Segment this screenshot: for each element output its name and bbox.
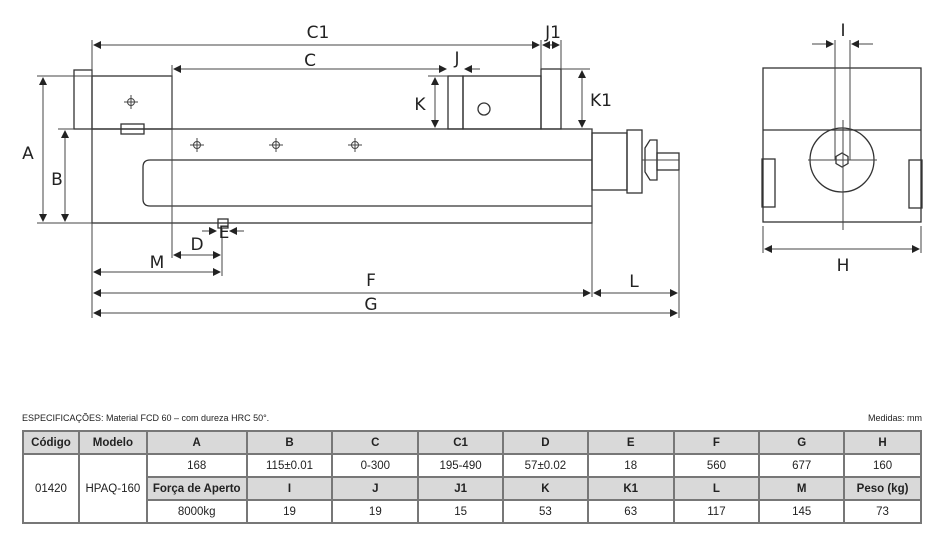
codigo-cell: 01420 <box>22 453 80 524</box>
table-cell: 18 <box>586 453 675 478</box>
dim-label-c1: C1 <box>307 23 330 43</box>
table-subheader-row: Força de Aperto I J J1 K K1 L M Peso (kg… <box>23 476 922 501</box>
table-cell: 57±0.02 <box>501 453 589 478</box>
table-cell: 160 <box>843 453 922 478</box>
table-cell: 19 <box>245 499 334 524</box>
table-cell: 117 <box>672 499 761 524</box>
dimension-lines <box>37 40 680 318</box>
dim-label-a: A <box>22 144 34 164</box>
header-cell: I <box>245 476 334 501</box>
table-cell: 560 <box>672 453 761 478</box>
table-cell: 0-300 <box>331 453 420 478</box>
header-cell: F <box>672 430 761 455</box>
dim-label-i: I <box>840 21 845 41</box>
table-row: 8000kg 19 19 15 53 63 117 145 73 <box>23 499 922 524</box>
dim-label-l: L <box>629 272 639 292</box>
header-cell: K <box>501 476 589 501</box>
table-cell: 53 <box>501 499 589 524</box>
dim-label-h: H <box>837 256 850 276</box>
header-cell: M <box>758 476 846 501</box>
moving-jaw <box>447 68 562 130</box>
table-cell: 195-490 <box>417 453 504 478</box>
dim-label-c: C <box>304 51 316 71</box>
units-note: Medidas: mm <box>867 413 922 423</box>
vise-end-view <box>761 40 923 253</box>
dim-label-j: J <box>453 49 459 69</box>
header-cell: D <box>501 430 589 455</box>
dim-label-d: D <box>190 235 203 255</box>
header-cell: G <box>758 430 846 455</box>
header-cell: H <box>843 430 922 455</box>
header-cell: L <box>672 476 761 501</box>
header-cell: J <box>331 476 420 501</box>
header-cell: Peso (kg) <box>843 476 922 501</box>
dim-label-f: F <box>366 271 376 291</box>
header-cell: E <box>586 430 675 455</box>
dim-label-k: K <box>414 95 426 115</box>
header-cell: K1 <box>586 476 675 501</box>
dim-label-g: G <box>364 295 377 315</box>
crosshair-holes <box>124 95 362 152</box>
table-cell: 15 <box>417 499 504 524</box>
header-cell: Força de Aperto <box>145 476 248 501</box>
header-cell: C1 <box>417 430 504 455</box>
specification-note: ESPECIFICAÇÕES: Material FCD 60 – com du… <box>22 413 270 423</box>
dim-label-e: E <box>219 223 230 243</box>
dim-label-k1: K1 <box>590 91 612 111</box>
table-cell: 73 <box>843 499 922 524</box>
header-cell: A <box>145 430 248 455</box>
header-cell: Modelo <box>77 430 148 455</box>
table-row: 01420 HPAQ-160 168 115±0.01 0-300 195-49… <box>22 453 922 524</box>
dim-label-b: B <box>51 170 63 190</box>
header-cell: J1 <box>417 476 504 501</box>
table-cell: 8000kg <box>145 499 248 524</box>
header-cell: C <box>331 430 420 455</box>
header-cell: Código <box>22 430 80 455</box>
modelo-cell: HPAQ-160 <box>77 453 148 524</box>
dim-label-j1: J1 <box>544 23 561 43</box>
header-cell: B <box>245 430 334 455</box>
table-cell: 145 <box>758 499 846 524</box>
table-cell: 19 <box>331 499 420 524</box>
specifications-table: Código Modelo A B C C1 D E F G H 01420 H… <box>22 430 922 524</box>
technical-drawing: C1 J1 C J K K1 A B E D M F L G I H <box>22 21 923 318</box>
screw-handle <box>591 129 680 194</box>
dim-label-m: M <box>150 253 165 273</box>
table-cell: 677 <box>758 453 846 478</box>
table-cell: 63 <box>586 499 675 524</box>
table-cell: 115±0.01 <box>245 453 334 478</box>
vise-side-view <box>73 68 680 229</box>
table-header-row: Código Modelo A B C C1 D E F G H <box>22 430 922 455</box>
table-cell: 168 <box>145 453 248 478</box>
